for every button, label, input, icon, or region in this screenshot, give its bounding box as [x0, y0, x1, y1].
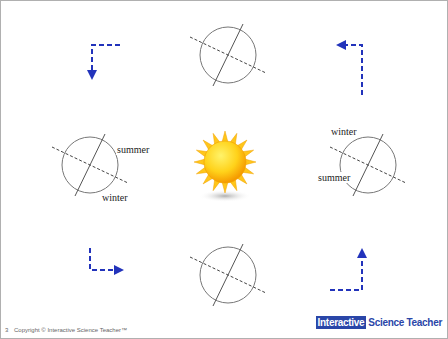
page-number: 3 [5, 327, 8, 334]
earth-symbols [52, 24, 406, 306]
sun-symbol [194, 131, 256, 202]
earth-symbol [190, 244, 266, 306]
orbit-arrows [90, 45, 362, 290]
orbit-arrow [90, 248, 122, 270]
earth-symbol [190, 24, 266, 86]
season-label: summer [116, 144, 150, 155]
season-label: winter [330, 126, 358, 137]
earth-equator [190, 37, 266, 73]
season-label: summer [317, 172, 351, 183]
sun-disc [204, 141, 246, 183]
logo-word: Science Teacher [368, 317, 442, 328]
season-label: winter [101, 192, 129, 203]
logo-word: Interactive [316, 316, 367, 329]
orbit-arrow [330, 250, 362, 290]
copyright-note: Copyright © Interactive Science Teacher™ [14, 327, 127, 334]
orbit-arrow [92, 45, 120, 78]
earth-symbol [330, 134, 406, 196]
orbit-arrow [338, 45, 362, 95]
earth-equator [190, 257, 266, 293]
